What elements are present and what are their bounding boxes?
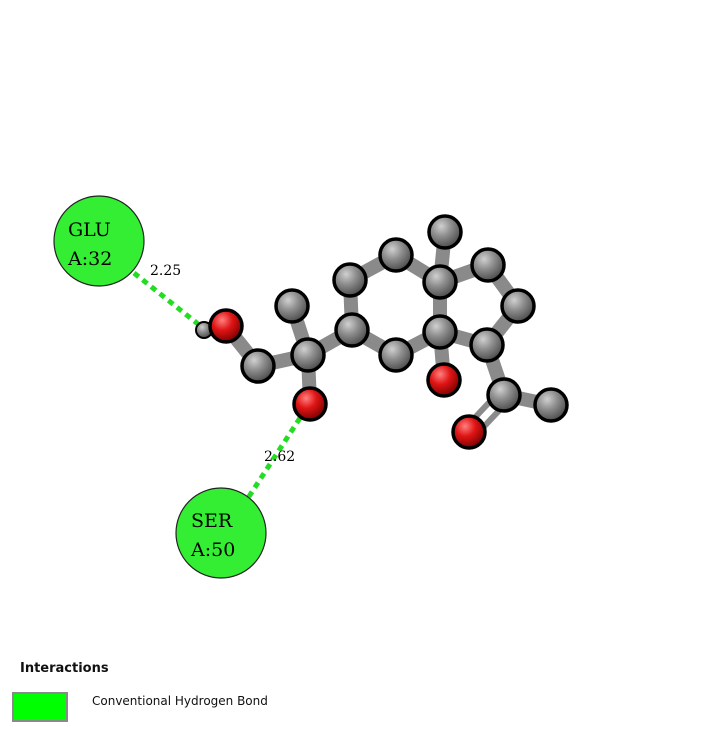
atom-carbon: [427, 214, 463, 250]
residue-disc: [53, 195, 145, 287]
atom-carbon: [533, 387, 569, 423]
atom-carbon: [290, 337, 326, 373]
residue-chain-pos: A:50: [190, 539, 235, 561]
residue-ser: SER A:50: [175, 487, 267, 579]
atom-carbon: [422, 264, 458, 300]
distance-label-glu: 2.25: [150, 263, 181, 279]
hbond-line-ser: [245, 416, 303, 500]
atom-carbon: [422, 314, 458, 350]
atom-carbon: [274, 288, 310, 324]
atom-carbon: [378, 237, 414, 273]
atom-oxygen: [208, 308, 244, 344]
residue-glu: GLU A:32: [53, 195, 145, 287]
hbond-line-glu: [132, 271, 210, 334]
atom-carbon: [500, 288, 536, 324]
atom-carbon: [469, 327, 505, 363]
atom-carbon: [240, 348, 276, 384]
atom-carbon: [334, 312, 370, 348]
atom-carbon: [332, 262, 368, 298]
residue-name: SER: [191, 510, 233, 532]
residue-name: GLU: [68, 219, 111, 241]
atom-oxygen: [426, 362, 462, 398]
atom-carbon: [378, 337, 414, 373]
atom-carbon: [470, 247, 506, 283]
legend-label-hydrogen-bond: Conventional Hydrogen Bond: [92, 694, 268, 708]
atom-oxygen: [292, 386, 328, 422]
molecule-atoms: [195, 214, 569, 450]
distance-label-ser: 2.62: [264, 449, 295, 465]
residue-chain-pos: A:32: [67, 248, 112, 270]
legend-title: Interactions: [20, 661, 109, 676]
atom-carbon: [486, 377, 522, 413]
legend-swatch-hydrogen-bond: [12, 692, 68, 722]
atom-oxygen: [451, 414, 487, 450]
residue-disc: [175, 487, 267, 579]
